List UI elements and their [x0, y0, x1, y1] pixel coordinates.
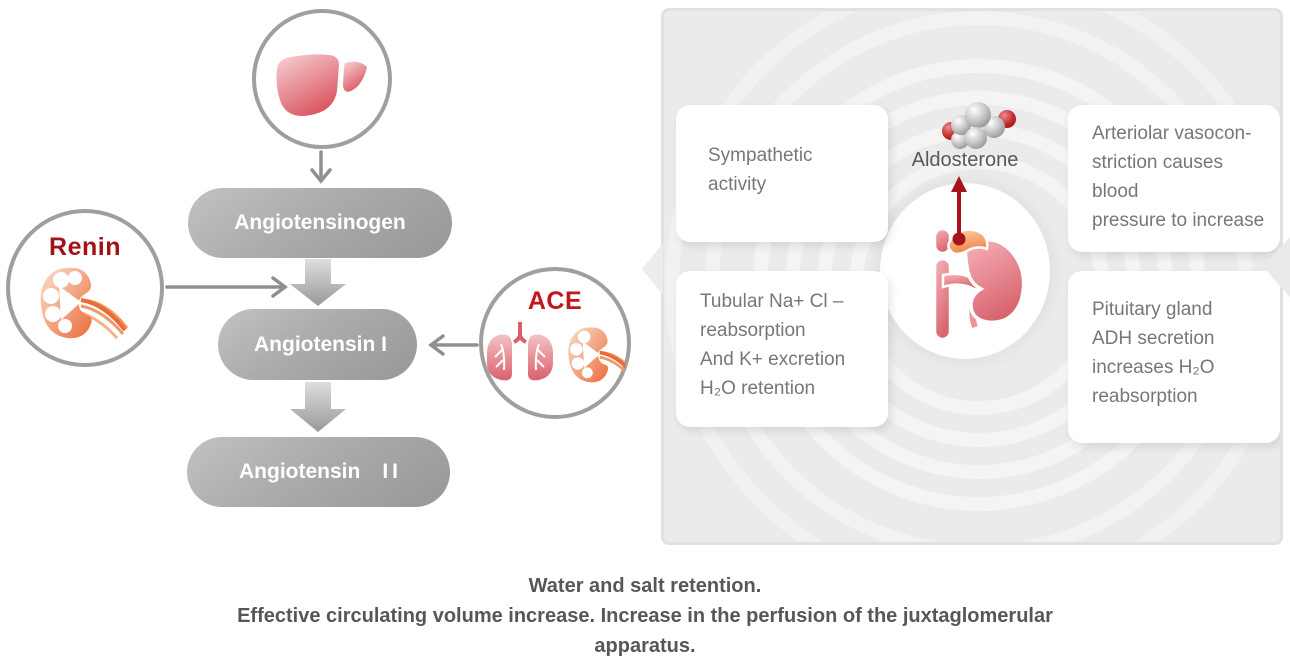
ace-circle: ACE [479, 267, 631, 419]
arrow-ace-to-angiotensin1 [428, 334, 479, 356]
renin-circle: Renin [6, 209, 164, 367]
card-tubular-reabsorption: Tubular Na+ Cl – reabsorption And K+ exc… [676, 271, 888, 427]
node-label: Angiotensinogen [234, 211, 406, 234]
aldosterone-label: Aldosterone [911, 149, 1019, 171]
card-arteriolar-vasoconstriction: Arteriolar vasocon- striction causes blo… [1068, 105, 1280, 252]
arrow-renin-to-cascade [165, 276, 288, 298]
fat-arrow-1-to-2 [290, 382, 346, 432]
node-numeral: I [381, 332, 391, 356]
effects-panel: Sympathetic activity Tubular Na+ Cl – re… [661, 8, 1283, 545]
caption: Water and salt retention. Effective circ… [237, 575, 1053, 657]
panel-left-tail [642, 243, 663, 295]
ace-label: ACE [527, 287, 583, 315]
renin-label: Renin [49, 233, 121, 261]
node-angiotensinogen: Angiotensinogen [188, 188, 452, 258]
card-pituitary-adh: Pituitary gland ADH secretion increases … [1068, 271, 1280, 443]
node-angiotensin-2: Angiotensin II [187, 437, 450, 507]
node-label: Angiotensin [254, 332, 376, 356]
card-sympathetic-activity: Sympathetic activity [676, 105, 888, 242]
liver-icon [276, 54, 367, 116]
arrow-liver-to-angiotensinogen [310, 150, 332, 184]
molecule-icon [942, 102, 1016, 149]
lungs-and-kidney-icon [487, 322, 625, 383]
node-angiotensin-1: Angiotensin I [218, 309, 417, 380]
kidney-adrenal-gland-icon [933, 227, 1026, 341]
kidney-icon [40, 267, 129, 340]
node-numeral: II [382, 460, 402, 483]
fat-arrow-angiotensinogen-to-1 [290, 259, 346, 306]
liver-circle [252, 9, 392, 149]
node-label: Angiotensin [239, 460, 361, 483]
